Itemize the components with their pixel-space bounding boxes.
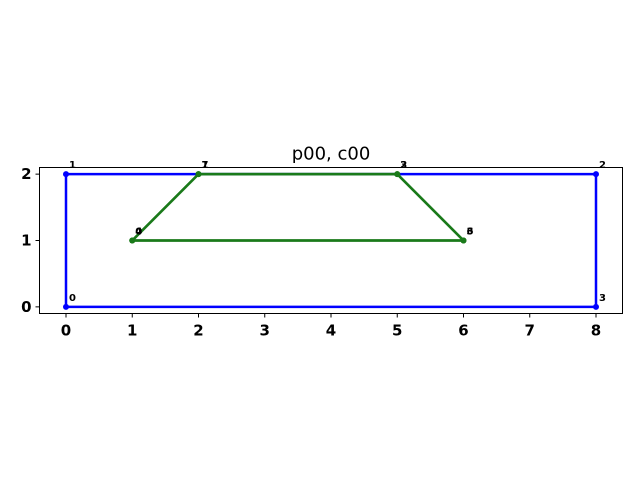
series-line-2 bbox=[131, 172, 465, 242]
x-tick-label: 5 bbox=[392, 322, 402, 340]
y-tick-label: 0 bbox=[21, 298, 31, 316]
series-layer bbox=[63, 171, 599, 310]
point-label: 0 bbox=[135, 227, 142, 238]
point-label: 4 bbox=[135, 227, 142, 238]
x-tick-label: 7 bbox=[525, 322, 535, 340]
point-label: 3 bbox=[400, 160, 407, 171]
x-tick-label: 8 bbox=[591, 322, 601, 340]
series-line-1 bbox=[131, 172, 465, 242]
point-label: 1 bbox=[69, 160, 76, 171]
y-tick-label: 2 bbox=[21, 165, 31, 183]
x-tick-label: 4 bbox=[326, 322, 336, 340]
data-point bbox=[593, 303, 599, 310]
data-point bbox=[394, 171, 401, 178]
chart-title: p00, c00 bbox=[292, 144, 371, 165]
data-point bbox=[63, 171, 69, 178]
x-tick-label: 6 bbox=[458, 322, 468, 340]
data-point bbox=[460, 237, 467, 244]
point-label: 2 bbox=[599, 160, 606, 171]
point-label: 3 bbox=[467, 227, 474, 238]
x-tick-label: 1 bbox=[127, 322, 137, 340]
point-label: 2 bbox=[400, 160, 407, 171]
data-point bbox=[593, 171, 599, 178]
point-label: 7 bbox=[202, 160, 209, 171]
data-point bbox=[63, 303, 69, 310]
data-point bbox=[195, 171, 202, 178]
y-tick-label: 1 bbox=[21, 232, 31, 250]
axis-ticks: 0 1 2 3 4 5 6 7 8 0 1 2 bbox=[21, 165, 601, 339]
point-label: 6 bbox=[467, 227, 474, 238]
x-tick-label: 3 bbox=[260, 322, 270, 340]
data-point bbox=[129, 237, 136, 244]
point-label: 0 bbox=[69, 293, 76, 304]
point-label: 3 bbox=[599, 293, 606, 304]
x-tick-label: 2 bbox=[193, 322, 203, 340]
x-tick-label: 0 bbox=[61, 322, 71, 340]
point-label: 1 bbox=[202, 160, 209, 171]
